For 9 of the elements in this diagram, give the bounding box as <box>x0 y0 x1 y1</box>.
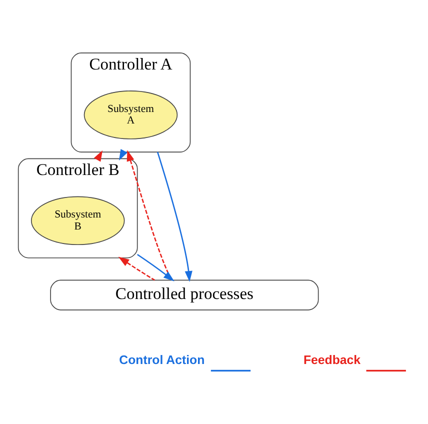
arrow <box>118 256 155 281</box>
node-ellipse: Subsystem A <box>84 90 178 140</box>
arrow <box>156 152 192 282</box>
legend-label: Feedback <box>303 353 361 368</box>
node-box: Controlled processes <box>50 280 319 310</box>
arrow <box>94 150 103 162</box>
arrow <box>136 254 174 282</box>
legend-label: Control Action <box>119 353 205 368</box>
node-ellipse: Subsystem B <box>30 196 125 246</box>
